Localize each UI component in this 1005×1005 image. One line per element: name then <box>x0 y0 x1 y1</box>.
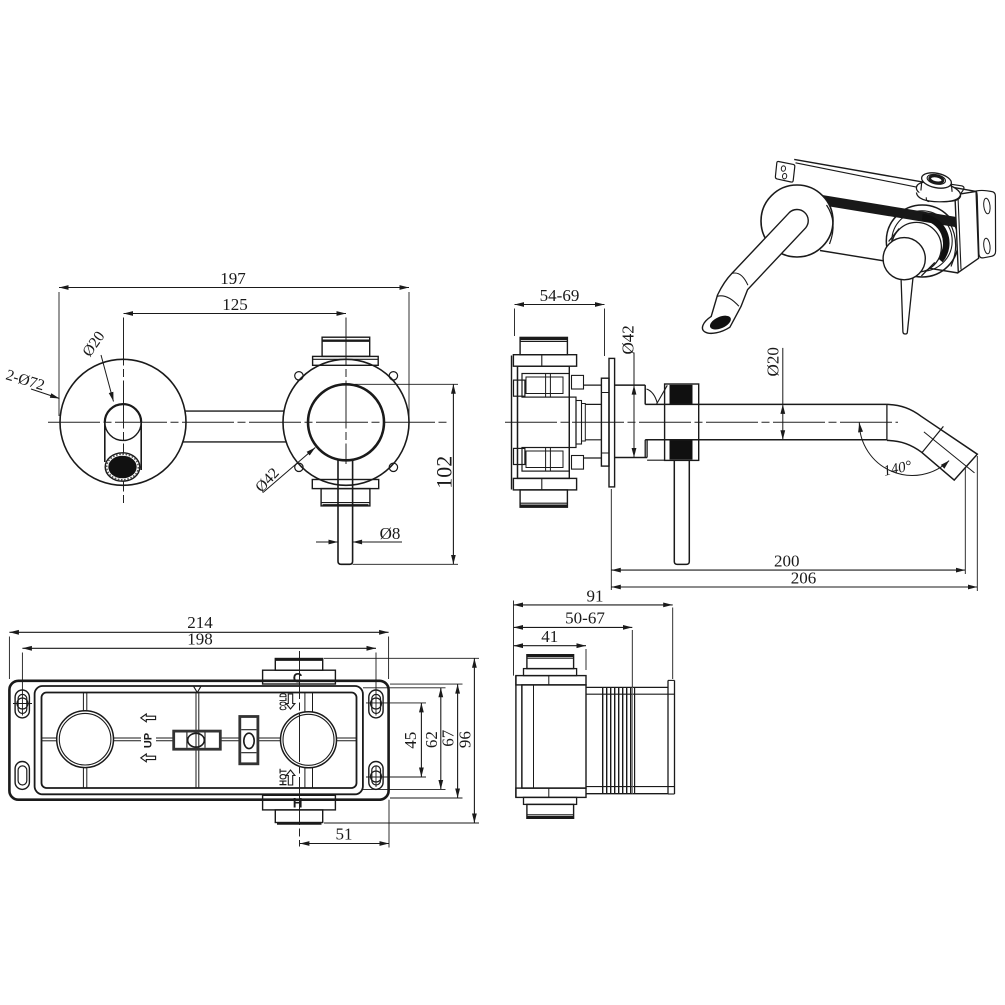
svg-text:206: 206 <box>791 569 817 588</box>
svg-text:Ø20: Ø20 <box>79 328 108 360</box>
svg-text:67: 67 <box>439 729 458 747</box>
svg-text:41: 41 <box>541 627 558 646</box>
svg-text:COLD: COLD <box>277 693 289 711</box>
svg-text:197: 197 <box>220 269 246 288</box>
svg-text:H: H <box>293 796 303 811</box>
svg-text:214: 214 <box>187 613 213 632</box>
svg-text:91: 91 <box>587 587 604 606</box>
svg-text:96: 96 <box>456 731 475 748</box>
svg-text:C: C <box>293 671 303 686</box>
svg-text:Ø42: Ø42 <box>619 325 638 354</box>
svg-text:62: 62 <box>422 731 441 748</box>
svg-text:Ø8: Ø8 <box>380 524 401 543</box>
svg-text:51: 51 <box>336 825 353 844</box>
svg-text:Ø42: Ø42 <box>252 465 283 496</box>
svg-text:140°: 140° <box>882 458 913 480</box>
svg-text:102: 102 <box>431 456 456 489</box>
svg-text:54-69: 54-69 <box>540 286 580 305</box>
svg-text:Ø20: Ø20 <box>764 347 783 376</box>
svg-text:200: 200 <box>774 552 800 571</box>
svg-text:125: 125 <box>222 295 248 314</box>
svg-text:HOT: HOT <box>277 768 289 785</box>
svg-text:2-Ø72: 2-Ø72 <box>4 367 47 395</box>
svg-text:50-67: 50-67 <box>565 609 605 628</box>
svg-text:45: 45 <box>401 732 420 749</box>
svg-text:198: 198 <box>187 630 213 649</box>
svg-text:UP: UP <box>142 733 154 748</box>
